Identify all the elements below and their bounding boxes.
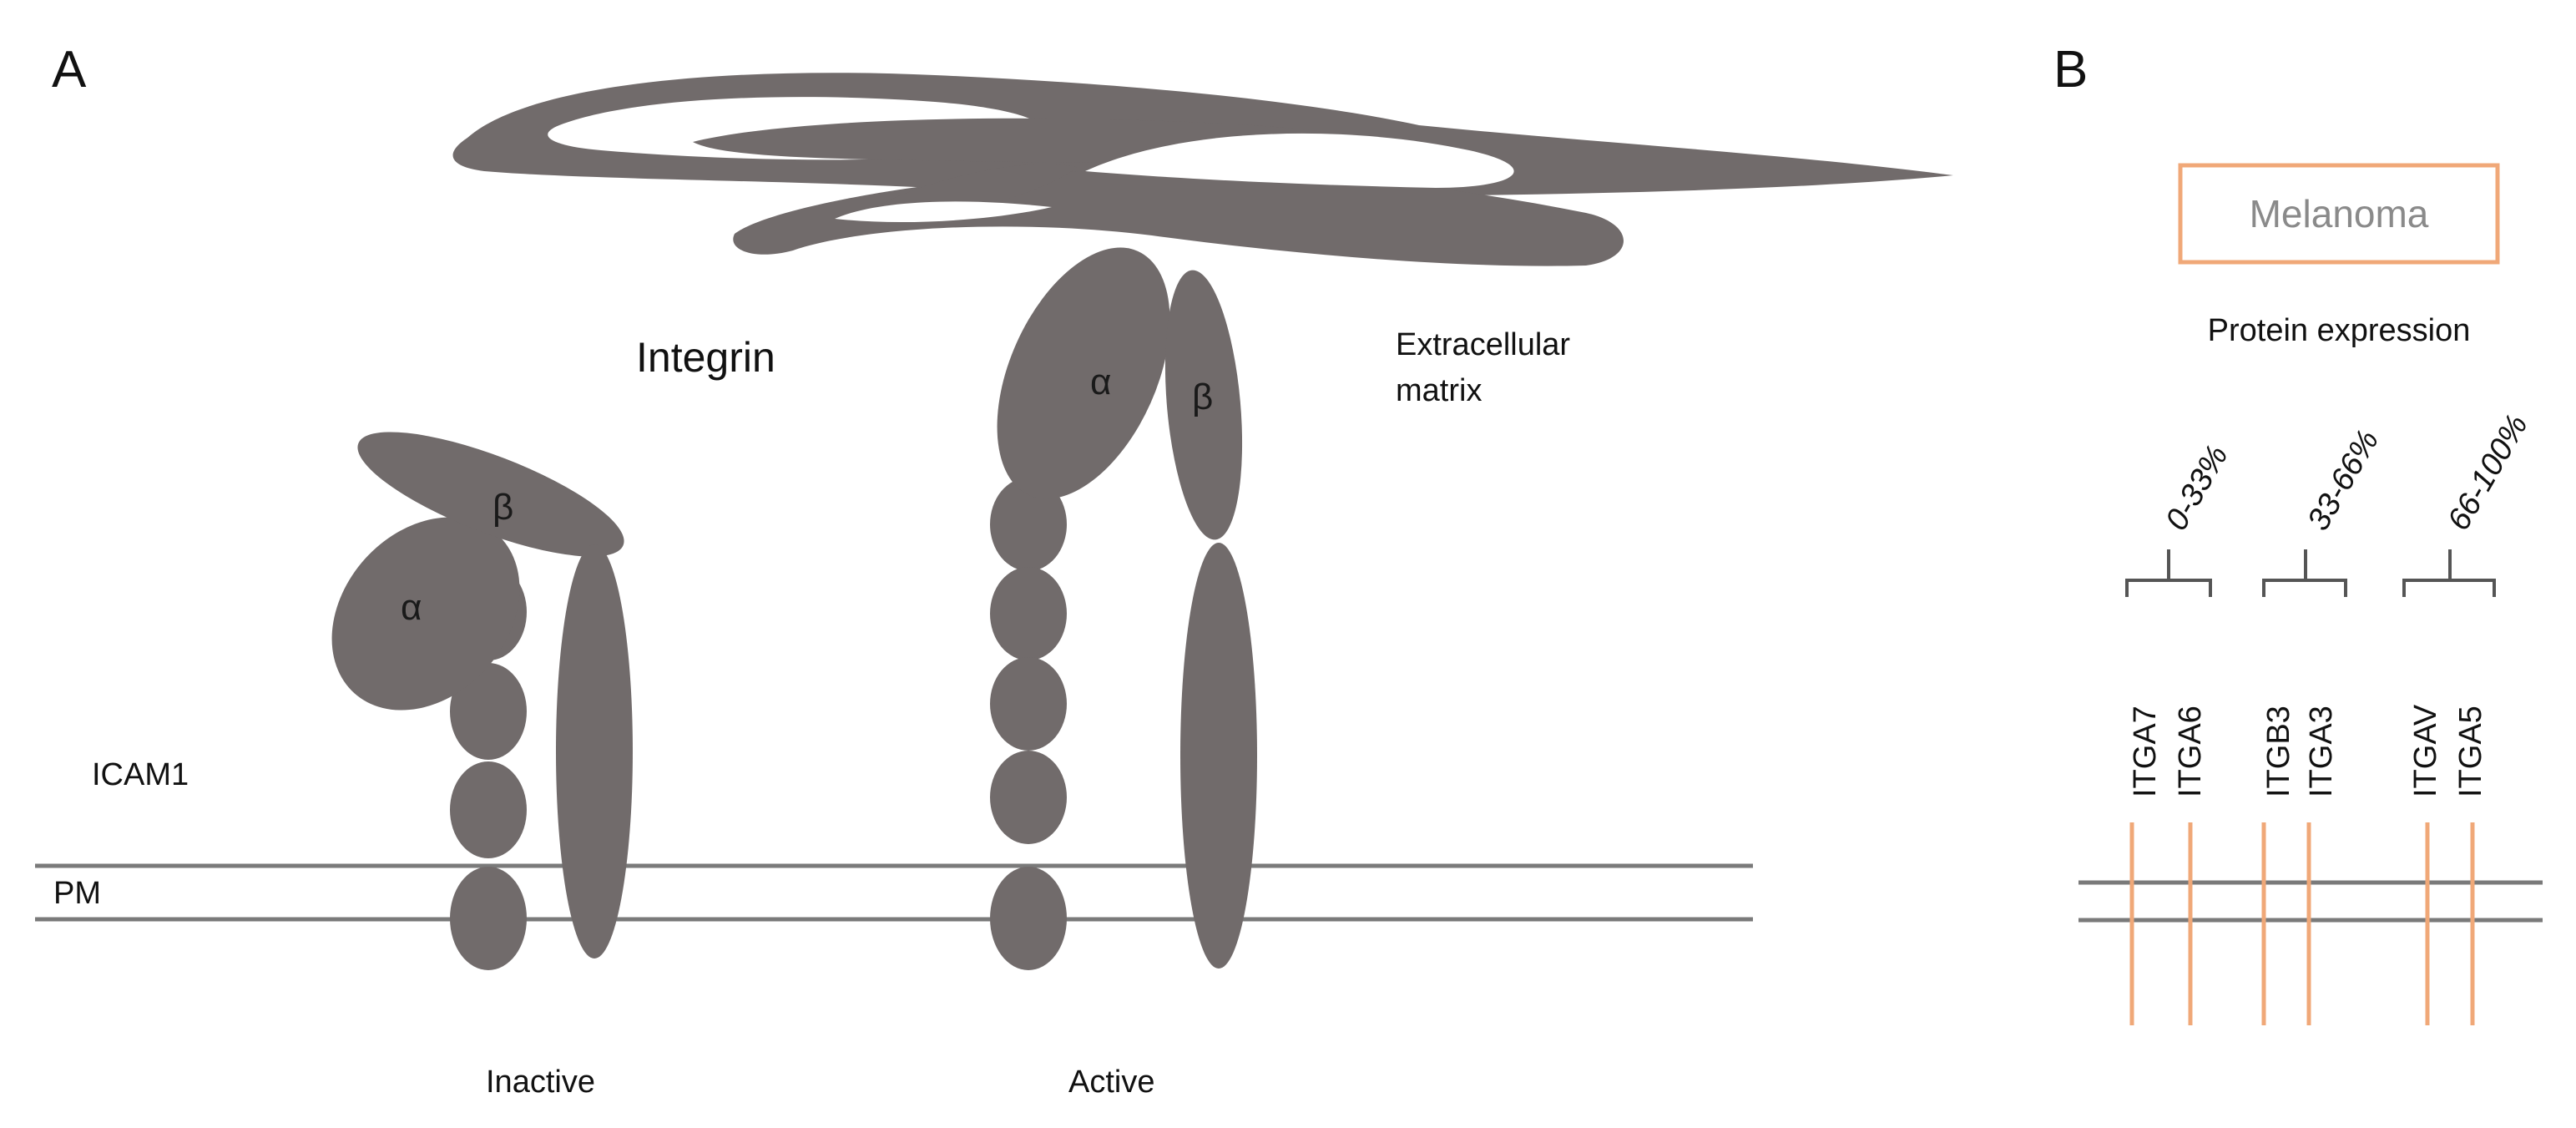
inactive-beta-leg — [556, 544, 633, 959]
active-integrin: α β — [990, 247, 1257, 970]
extracellular-matrix-label-line2: matrix — [1396, 373, 1482, 408]
inactive-integrin: α β — [331, 432, 633, 970]
active-alpha-head — [997, 247, 1170, 499]
integrin-label: Integrin — [636, 334, 775, 381]
melanoma-box-label: Melanoma — [2250, 192, 2429, 235]
range-label-66-100: 66-100% — [2441, 409, 2534, 537]
active-alpha-stalk-3 — [990, 657, 1067, 751]
active-alpha-stalk-1 — [990, 478, 1067, 571]
gene-label-itga3: ITGA3 — [2304, 706, 2339, 797]
gene-label-itgav: ITGAV — [2408, 704, 2443, 797]
inactive-alpha-subunit-stalk-3 — [450, 761, 527, 858]
active-beta-label: β — [1192, 377, 1213, 417]
bracket-66-100 — [2402, 549, 2496, 597]
inactive-alpha-label: α — [401, 587, 422, 628]
inactive-alpha-subunit-stalk-2 — [450, 663, 527, 760]
active-alpha-stalk-5 — [990, 867, 1067, 970]
range-label-33-66: 33-66% — [2301, 424, 2386, 536]
active-alpha-stalk-2 — [990, 567, 1067, 660]
active-beta-head — [1164, 270, 1243, 540]
melanoma-box — [2178, 163, 2500, 265]
extracellular-matrix-shape — [452, 73, 1953, 266]
inactive-alpha-head — [331, 517, 520, 711]
gene-label-itga5: ITGA5 — [2453, 706, 2488, 797]
inactive-beta-label: β — [492, 487, 513, 528]
range-label-0-33: 0-33% — [2159, 439, 2235, 536]
inactive-alpha-subunit-stalk-4 — [450, 867, 527, 970]
inactive-beta-head — [357, 432, 624, 557]
bracket-33-66 — [2262, 549, 2347, 597]
extracellular-matrix-label-line1: Extracellular — [1396, 327, 1570, 362]
gene-label-itgb3: ITGB3 — [2261, 706, 2296, 797]
panel-a-letter: A — [52, 41, 87, 99]
panel-b-letter: B — [2053, 41, 2088, 99]
protein-expression-label: Protein expression — [2208, 313, 2471, 348]
active-alpha-label: α — [1090, 362, 1111, 402]
inactive-label: Inactive — [486, 1065, 595, 1100]
plasma-membrane-label: PM — [53, 876, 101, 911]
gene-label-itga7: ITGA7 — [2128, 706, 2163, 797]
gene-label-itga6: ITGA6 — [2173, 706, 2208, 797]
active-beta-leg — [1180, 543, 1257, 969]
icam1-label: ICAM1 — [92, 757, 189, 792]
active-alpha-stalk-4 — [990, 751, 1067, 844]
active-label: Active — [1068, 1065, 1154, 1100]
bracket-0-33 — [2125, 549, 2212, 597]
